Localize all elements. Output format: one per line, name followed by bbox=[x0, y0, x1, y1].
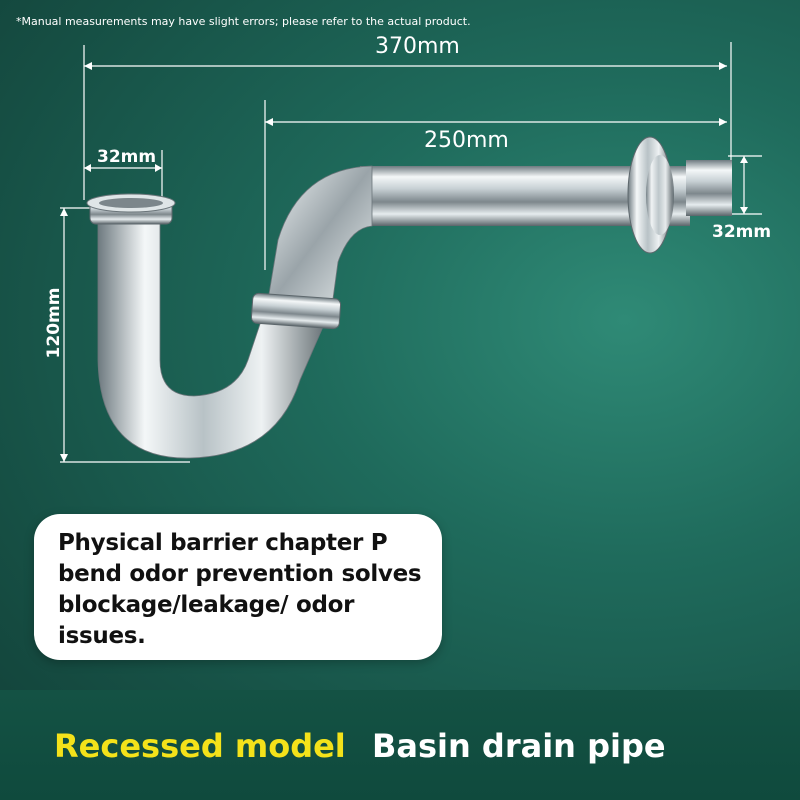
feature-callout-text: Physical barrier chapter P bend odor pre… bbox=[58, 530, 422, 649]
footer-bar bbox=[0, 690, 800, 800]
dimension-arrows bbox=[60, 62, 748, 462]
model-label: Recessed model bbox=[54, 727, 346, 765]
disclaimer-note: *Manual measurements may have slight err… bbox=[16, 15, 471, 28]
horizontal-length-label: 250mm bbox=[424, 128, 509, 153]
product-label: Basin drain pipe bbox=[372, 727, 666, 765]
outlet-diameter-label: 32mm bbox=[712, 222, 772, 242]
feature-callout: Physical barrier chapter P bend odor pre… bbox=[34, 514, 442, 660]
dimension-lines bbox=[60, 42, 762, 463]
height-label: 120mm bbox=[44, 287, 64, 359]
overall-length-label: 370mm bbox=[375, 34, 460, 59]
inlet-diameter-label: 32mm bbox=[97, 147, 157, 167]
